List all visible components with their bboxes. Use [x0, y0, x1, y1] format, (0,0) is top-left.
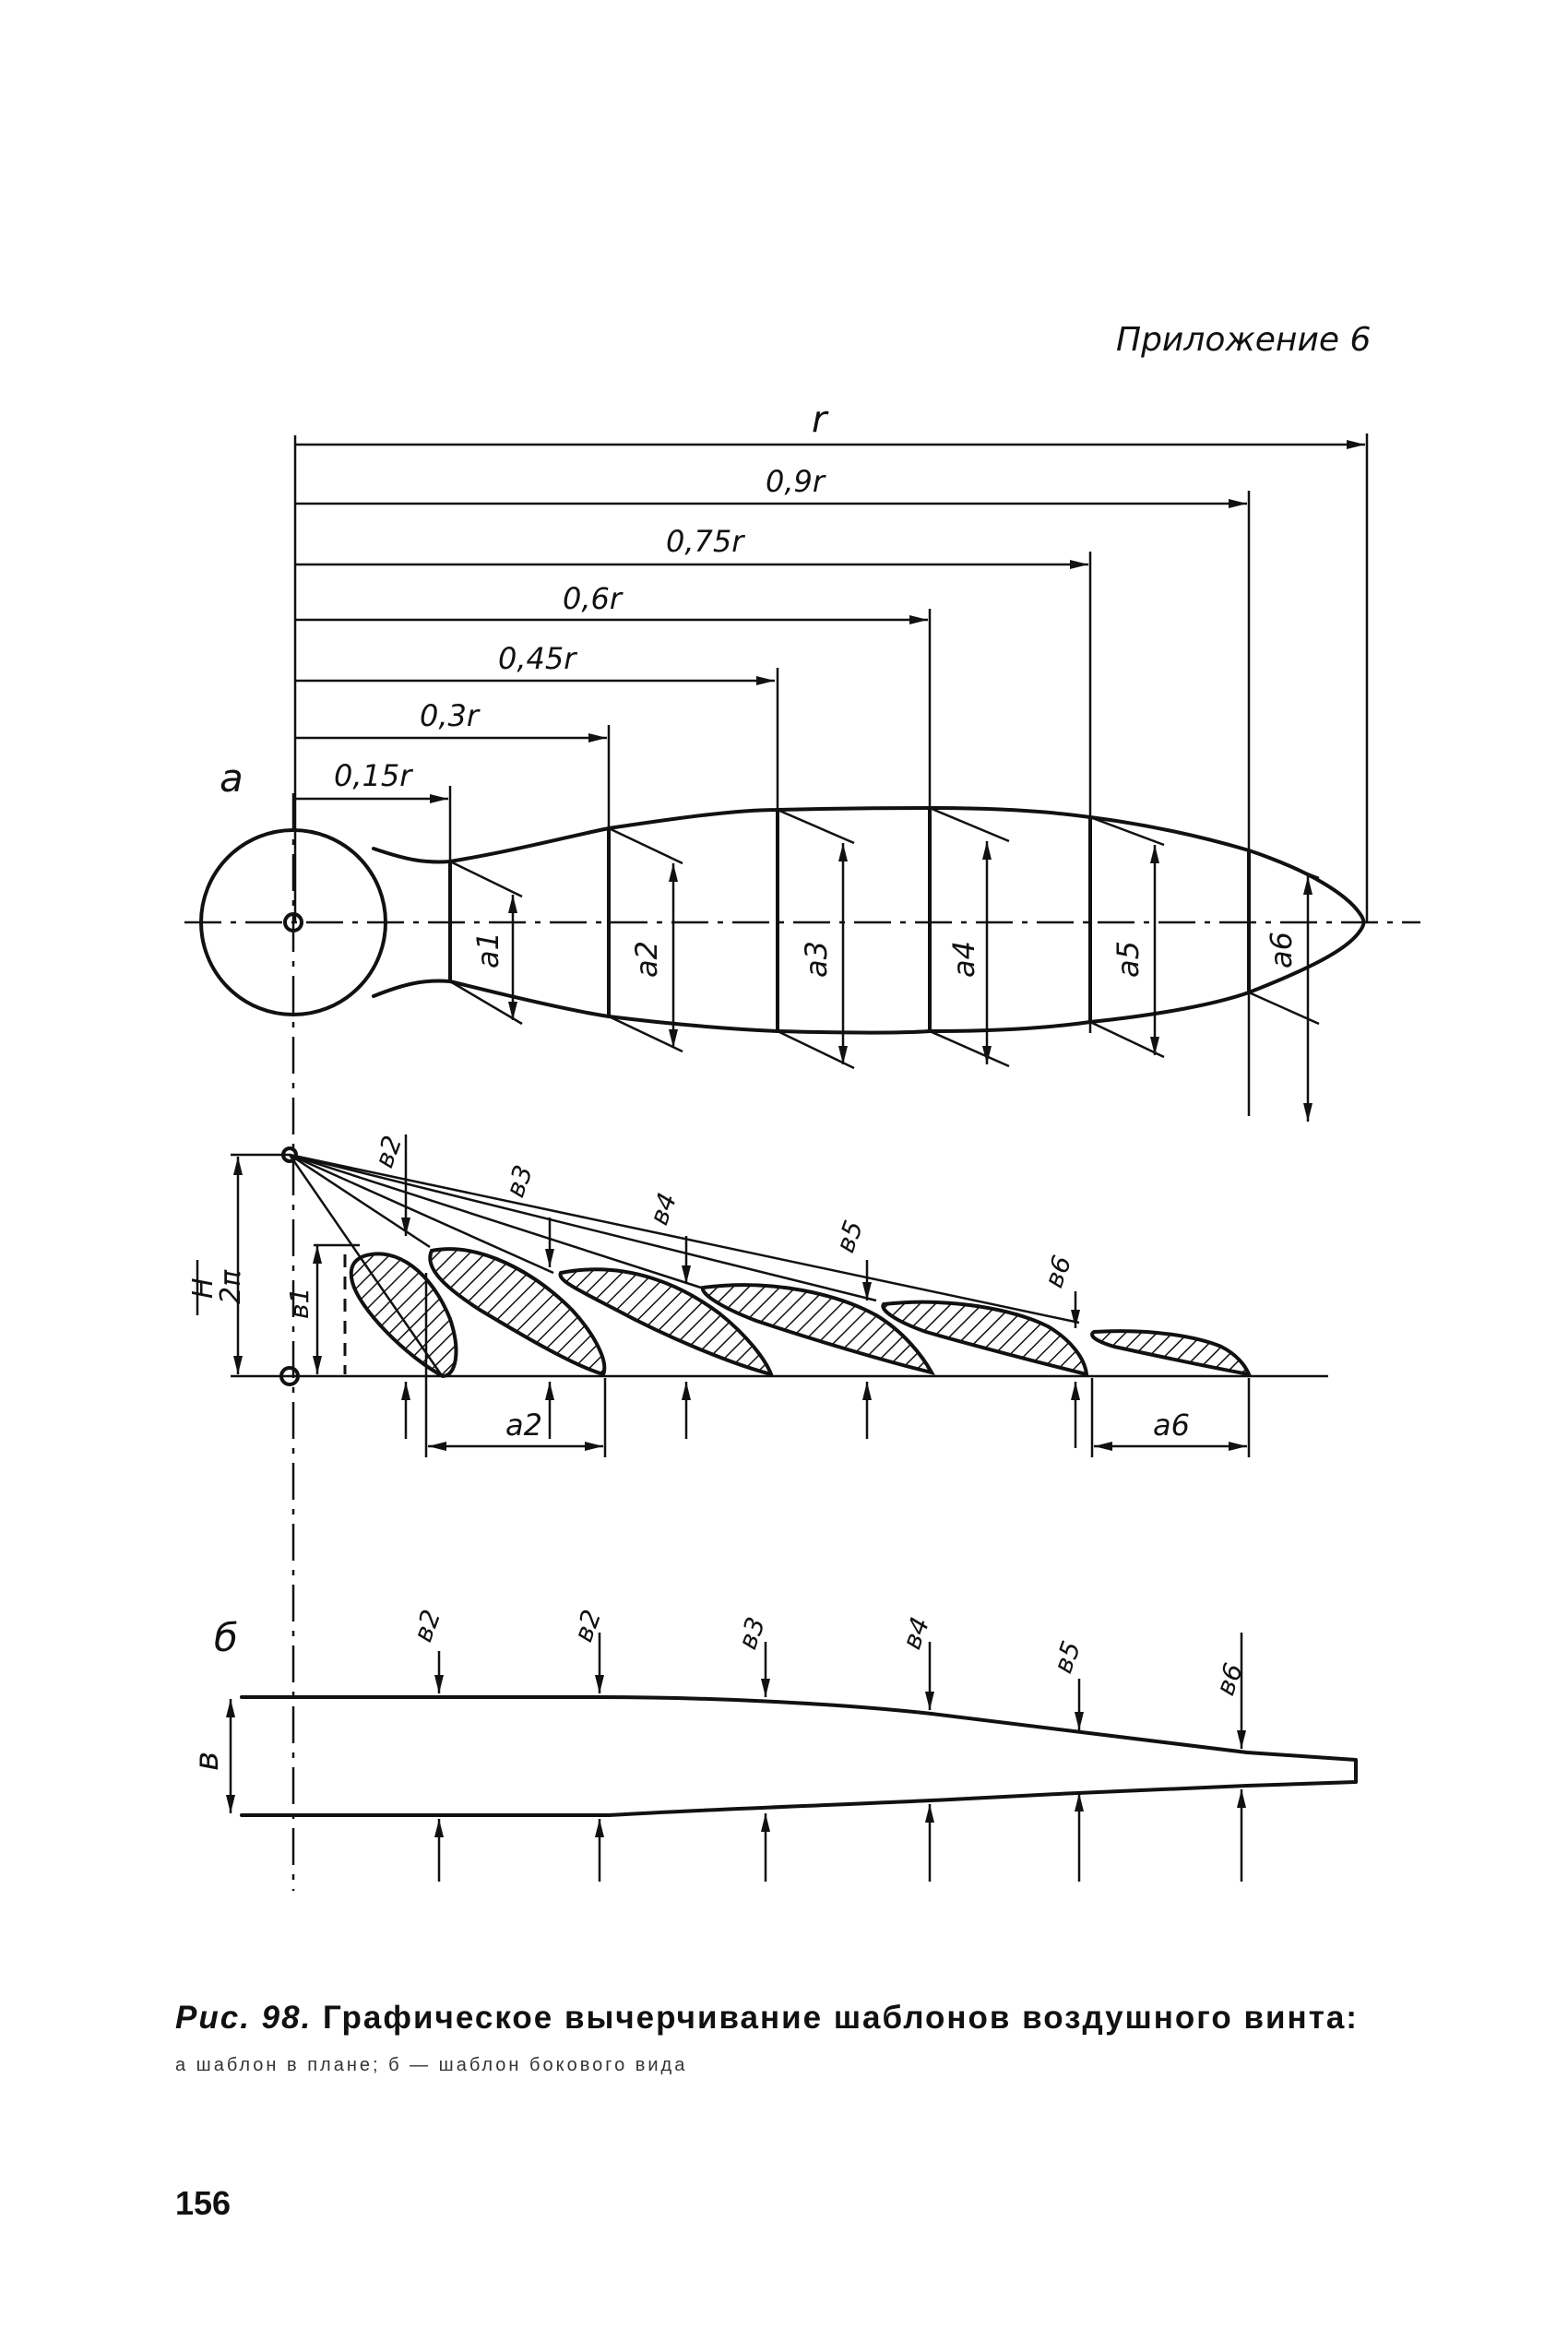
section-chord-label-a2: a2	[505, 1408, 542, 1443]
chord-label-a2: a2	[629, 941, 664, 978]
section-chord-label-a6: a6	[1153, 1408, 1190, 1443]
view-a-label: а	[220, 755, 244, 801]
page-number: 156	[175, 2184, 232, 2222]
label-0-75r: 0,75r	[666, 524, 745, 559]
chord-label-a1: a1	[470, 932, 505, 968]
thickness-label-b3: в3	[500, 1161, 540, 1202]
thickness-label-b2: в2	[369, 1132, 409, 1172]
thickness-label-b1: в1	[284, 1288, 315, 1319]
view-b-side: б в в2 в2 в3 в4 в5 в6	[188, 1606, 1358, 1882]
label-r: r	[812, 398, 829, 441]
side-view-outline	[240, 1695, 1358, 1817]
airfoil-section-1	[349, 1252, 458, 1379]
airfoil-section-6	[1090, 1329, 1253, 1377]
view-a-plan: а	[184, 755, 1420, 1891]
airfoil-section-2	[428, 1247, 607, 1377]
appendix-label: Приложение 6	[1116, 321, 1372, 359]
hub-circle	[199, 828, 387, 1016]
pitch-label-H: H	[187, 1277, 220, 1299]
radius-dimensions: r 0,9r 0,75r 0,6r 0,45r 0,3r 0,15r	[293, 398, 1369, 1116]
label-0-15r: 0,15r	[334, 758, 413, 793]
figure-number: Рис. 98.	[175, 2000, 313, 2036]
pitch-label-2pi: 2π	[215, 1269, 247, 1304]
airfoil-section-4	[700, 1283, 935, 1376]
side-label-b2-b: в2	[568, 1606, 608, 1646]
side-label-b2-a: в2	[408, 1606, 447, 1646]
label-0-3r: 0,3r	[420, 698, 481, 733]
chord-label-a5: a5	[1111, 941, 1146, 978]
thickness-label-b6: в6	[1039, 1252, 1078, 1292]
side-label-b6: в6	[1210, 1659, 1250, 1700]
blade-outline	[372, 806, 1366, 1035]
airfoil-sections: H 2π в1	[187, 1132, 1328, 1457]
chord-label-a6: a6	[1264, 932, 1299, 968]
chord-label-a4: a4	[946, 941, 981, 978]
figure-title: Графическое вычерчивание шаблонов воздуш…	[323, 2000, 1359, 2036]
hub-center	[283, 912, 303, 932]
thickness-label-b4: в4	[644, 1189, 683, 1229]
label-0-45r: 0,45r	[498, 641, 577, 676]
label-0-9r: 0,9r	[766, 464, 826, 499]
figure-caption: Рис. 98. Графическое вычерчивание шаблон…	[175, 2000, 1374, 2037]
view-b-label: б	[214, 1615, 238, 1660]
airfoil-section-3	[558, 1267, 775, 1377]
side-thickness-label: в	[188, 1752, 226, 1771]
airfoil-section-5	[881, 1300, 1089, 1377]
label-0-6r: 0,6r	[563, 581, 624, 616]
chord-label-a3: a3	[799, 941, 834, 978]
thickness-label-b5: в5	[830, 1217, 870, 1257]
figure-subtitle: а шаблон в плане; б — шаблон бокового ви…	[175, 2055, 688, 2075]
side-label-b5: в5	[1048, 1637, 1087, 1678]
